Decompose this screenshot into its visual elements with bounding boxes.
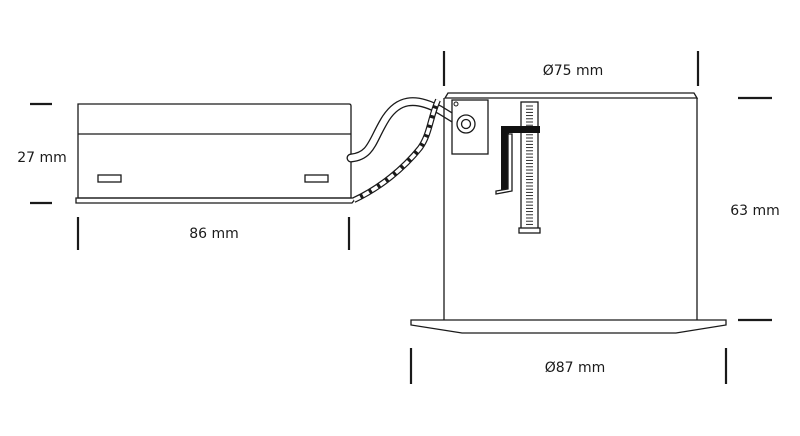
downlight-housing xyxy=(410,92,727,334)
dimension-markers xyxy=(30,51,772,384)
driver-box-slot-left xyxy=(97,174,122,183)
adjustment-rail-foot xyxy=(518,227,541,234)
label-driver-height: 27 mm xyxy=(17,150,67,166)
driver-box xyxy=(75,103,358,204)
driver-box-slot-right xyxy=(304,174,329,183)
driver-box-base-plate xyxy=(75,197,358,204)
housing-flange xyxy=(410,319,727,334)
power-cable xyxy=(346,97,471,163)
driver-box-outline xyxy=(77,103,352,199)
earth-chain-inner xyxy=(353,99,440,202)
label-housing-height: 63 mm xyxy=(730,203,780,219)
mount-screw-left xyxy=(453,101,459,107)
cable-gland-hole xyxy=(460,118,472,130)
housing-top-rim xyxy=(443,92,699,99)
label-housing-top-diameter: Ø75 mm xyxy=(543,63,604,79)
spring-clip-arm xyxy=(505,126,540,133)
spring-clip-blade xyxy=(495,133,513,195)
earth-chain-cable xyxy=(352,98,441,203)
spring-clip-stem xyxy=(501,126,509,191)
label-driver-length: 86 mm xyxy=(189,226,239,242)
label-flange-diameter: Ø87 mm xyxy=(545,360,606,376)
power-cable-inner xyxy=(347,98,470,162)
spring-clip xyxy=(495,126,540,195)
